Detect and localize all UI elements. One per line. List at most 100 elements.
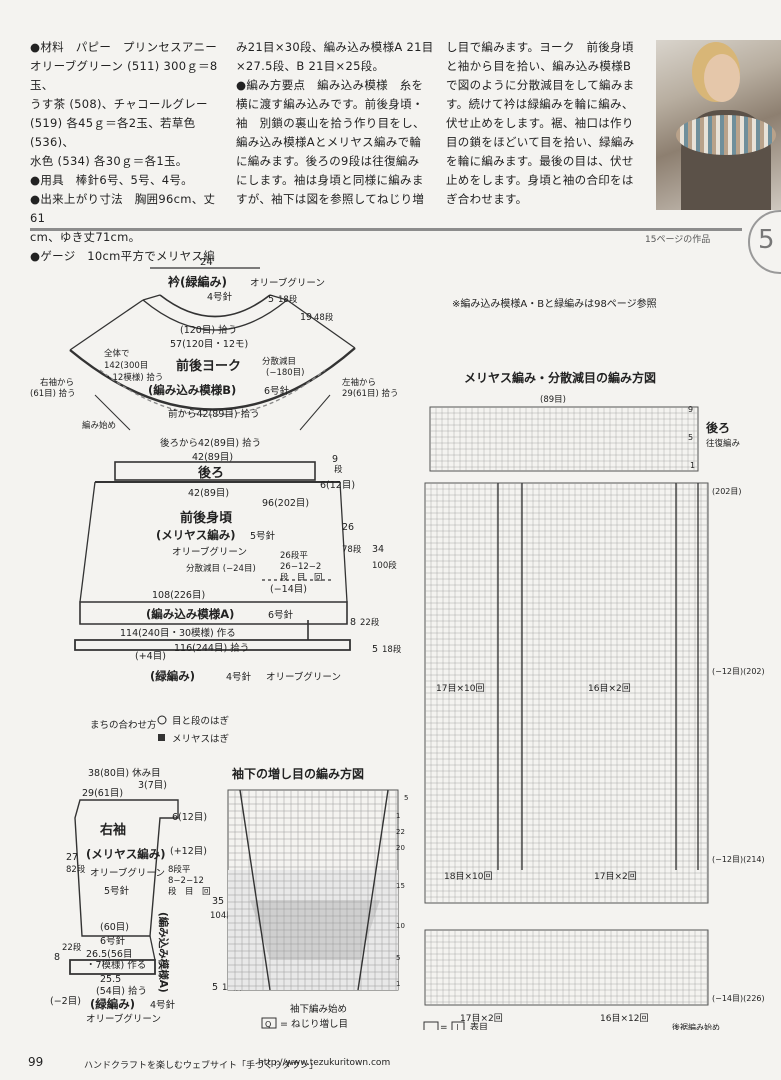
sleeve-pattern: (メリヤス編み) <box>86 847 166 861</box>
collar-title: 衿(緑編み) <box>168 274 227 289</box>
start-mark: 編み始め <box>82 420 116 431</box>
sleeve-w26: 26.5(56目 <box>86 949 132 960</box>
body-pattern: (メリヤス編み) <box>156 528 236 542</box>
text-line: 水色 (534) 各30ｇ＝各1玉。 <box>30 154 188 168</box>
repeat-label-6: 16目×12回 <box>600 1013 648 1024</box>
footer-url[interactable]: http://www.tezukuritown.com <box>258 1058 391 1068</box>
row-num: 1 <box>396 980 400 988</box>
reference-note: ※編み込み模様A・Bと緑編みは98ページ参照 <box>452 297 657 310</box>
overall-pattern: ・12模様) 拾う <box>104 372 163 383</box>
pattern-diagram: ※編み込み模様A・Bと緑編みは98ページ参照 24 衿(緑編み) オリーブグリー… <box>30 257 765 1030</box>
sleeve-minus2: (−2目) <box>50 996 81 1007</box>
sleeve-side: 6(12目) <box>172 812 207 823</box>
sleeve-len-27: 27 <box>66 852 78 863</box>
yoke-needle: 6号針 <box>264 385 290 397</box>
repeat-label-1: 17目×10回 <box>436 683 484 694</box>
chart-row-9: 9 <box>688 405 693 414</box>
page-number: 99 <box>28 1055 44 1069</box>
width-108: 108(226目) <box>152 590 205 601</box>
text-line: オリーブグリーン (511) 300ｇ＝8玉、 <box>30 59 218 92</box>
text-line: ●編み方要点 編み込み模様 糸を <box>236 78 424 92</box>
width-116: 116(244目) 拾う <box>174 642 249 654</box>
instructions-column: み21目×30段、編み込み模様A 21目 ×27.5段、B 21目×25段。 ●… <box>236 38 441 209</box>
sleeve-labels: 38(80目) 休み目 29(61目) 3(7目) 6(12目) 右袖 (メリヤ… <box>50 767 242 1025</box>
text-line: ●ゲージ 10cm平方でメリヤス編 <box>30 249 216 263</box>
collar-rows-a-unit: 18段 <box>278 294 298 305</box>
back-width-2: 42(89目) <box>188 488 229 499</box>
body-color: オリーブグリーン <box>172 546 247 558</box>
legend-title: まちの合わせ方 <box>90 719 157 731</box>
count-12a: (−12目)(202) <box>712 667 765 676</box>
sleeve-w26b: ・7模様) 作る <box>86 959 146 971</box>
text-line: す。続けて衿は緑編みを輪に編み、 <box>446 97 634 111</box>
row-instruction-1: 26段平 <box>280 550 308 561</box>
row-num: 15 <box>396 882 405 890</box>
yoke-title: 前後ヨーク <box>176 358 241 374</box>
sleeve-inc-2: 8−2−12 <box>168 876 204 886</box>
chart-back-sub: 往復編み <box>706 438 741 449</box>
knit-symbol: | <box>456 1023 459 1030</box>
materials-column: ●材料 パピー プリンセスアニー オリーブグリーン (511) 300ｇ＝8玉、… <box>30 38 230 266</box>
sleeve-w3: 3(7目) <box>138 780 167 791</box>
text-line: を輪に編みます。最後の目は、伏せ <box>446 154 634 168</box>
chart-back-label: 後ろ <box>706 420 730 435</box>
sleeve-w54: (54目) 拾う <box>96 985 147 997</box>
twist-increase-symbol: Q <box>265 1020 271 1029</box>
text-line: と袖から目を拾い、編み込み模様B <box>446 59 632 73</box>
text-line: にします。袖は身頃と同様に編みま <box>236 173 424 187</box>
minus-14: (−14目) <box>270 584 307 595</box>
pick-up-120: (120目) 拾う <box>180 324 237 336</box>
width-114: 114(240目・30模様) 作る <box>120 627 236 639</box>
text-line: 編み込み模様Aとメリヤス編みで輪 <box>236 135 422 149</box>
length-26: 26 <box>342 522 354 533</box>
pattern-a-label: (編み込み模様A) <box>146 607 234 621</box>
distributed-decrease-count: (−180目) <box>266 368 304 378</box>
twist-increase-key: = ねじり増し目 <box>280 1018 348 1030</box>
sleeve-rows-8: 8 <box>54 952 60 963</box>
sleeve-ribbing-color: オリーブグリーン <box>86 1013 161 1025</box>
sleeve-increase-chart: 袖下の増し目の編み方図 5 1 22 20 15 10 5 1 袖下編み始め Q… <box>227 766 408 1030</box>
page-reference: 15ページの作品 <box>645 235 711 245</box>
plus-4: (+4目) <box>135 651 166 662</box>
count-202: (202目) <box>712 487 742 496</box>
legend-mark-1: 目と段のはぎ <box>172 715 230 727</box>
text-line: cm、ゆき丈71cm。 <box>30 230 141 244</box>
body-labels: 42(89目) 後ろ 9 段 6(12目) 42(89目) 96(202目) 前… <box>120 452 402 683</box>
sleeve-w25: 25.5 <box>100 974 121 985</box>
key-equals: = <box>440 1023 448 1030</box>
overall-label: 全体で <box>104 348 130 359</box>
text-line: ●出来上がり寸法 胸囲96cm、丈61 <box>30 192 216 225</box>
sleeve-ribbing-rows: 5 <box>212 982 218 993</box>
body-chart-title: メリヤス編み・分散減目の編み方図 <box>464 370 656 385</box>
ribbing-needle: 4号針 <box>226 671 252 683</box>
sleeve-w60: (60目) <box>100 922 129 933</box>
sleeve-len-35: 35 <box>212 896 224 907</box>
back-rows: 9 <box>332 454 338 465</box>
sleeve-ribbing: (緑編み) <box>90 997 135 1011</box>
text-line: に編みます。後ろの9段は往復編み <box>236 154 420 168</box>
ribbing-rows: 5 <box>372 644 378 655</box>
pattern-a-needle: 6号針 <box>268 609 294 621</box>
length-26-rows: 78段 <box>342 544 362 555</box>
body-diagram <box>74 461 351 651</box>
seam-square-icon <box>158 734 165 741</box>
text-line: うす茶 (508)、チャコールグレー <box>30 97 208 111</box>
row-num: 22 <box>396 828 405 836</box>
chart-row-1: 1 <box>690 461 695 470</box>
sleeve-chart-start: 袖下編み始め <box>290 1003 347 1015</box>
sleeve-ribbing-needle: 4号針 <box>150 999 176 1011</box>
collar-color: オリーブグリーン <box>250 277 325 289</box>
sleeve-inc-3: 段 目 回 <box>168 886 211 897</box>
body-needle: 5号針 <box>250 530 276 542</box>
body-width-96: 96(202目) <box>262 498 309 509</box>
back-width: 42(89目) <box>192 452 233 463</box>
length-34: 34 <box>372 544 384 555</box>
seam-circle-icon <box>157 715 167 725</box>
text-line: ●材料 パピー プリンセスアニー <box>30 40 218 54</box>
ribbing-rows-unit: 18段 <box>382 644 402 655</box>
repeat-label-4: 17目×2回 <box>594 871 637 882</box>
length-34-rows: 100段 <box>372 560 397 571</box>
count-12b: (−12目)(214) <box>712 855 765 864</box>
row-num: 5 <box>404 794 408 802</box>
body-title: 前後身頃 <box>180 510 233 526</box>
